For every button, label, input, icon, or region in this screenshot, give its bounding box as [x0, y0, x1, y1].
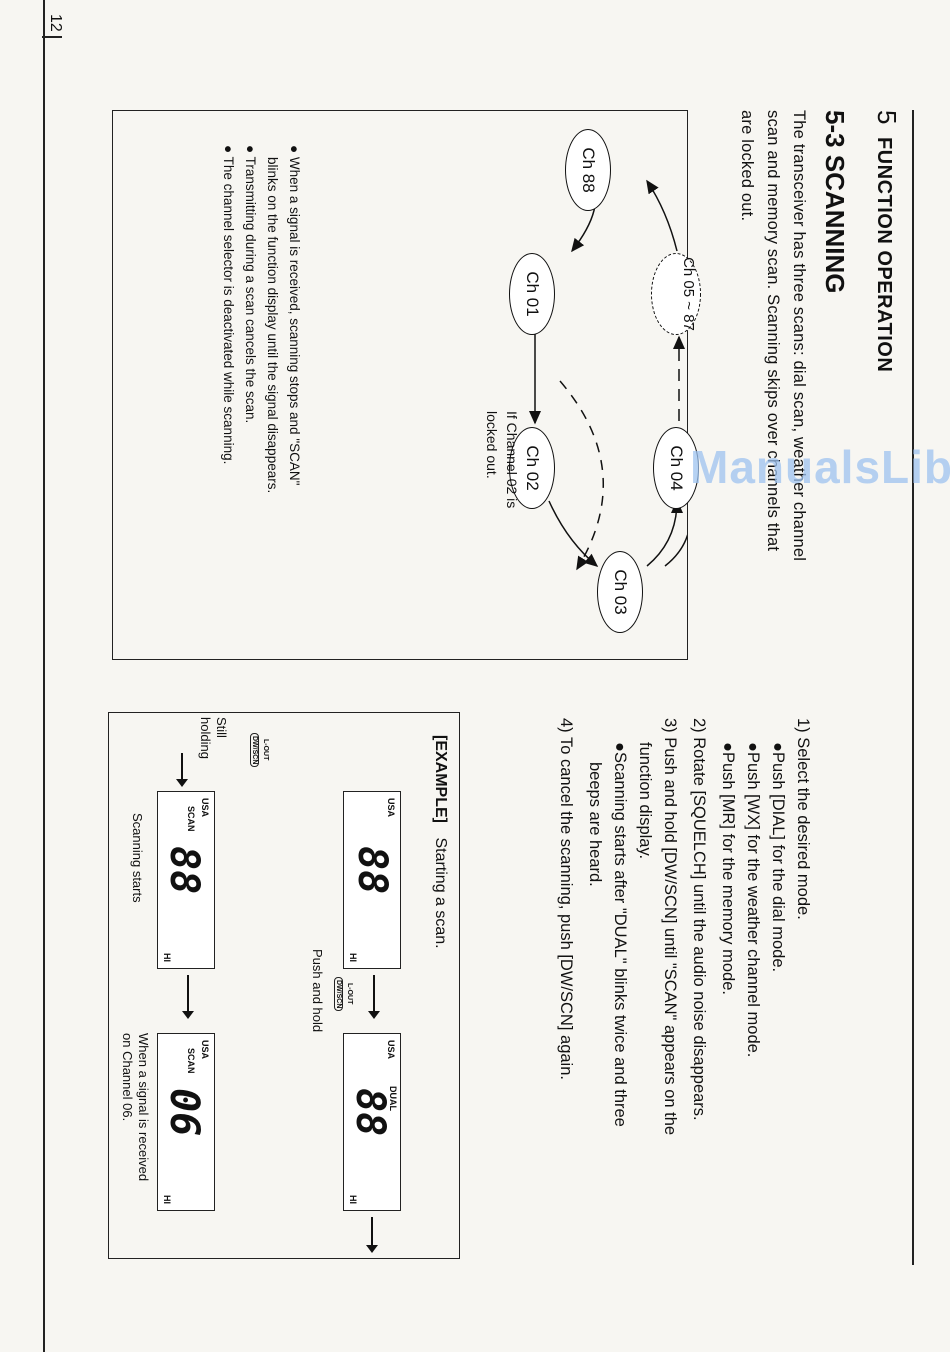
step-1: 1) Select the desired mode. — [794, 718, 812, 920]
arrow-05-to-88 — [646, 179, 678, 252]
step-2: 2) Rotate [SQUELCH] until the audio nois… — [690, 718, 708, 1121]
section-title: 5-3 SCANNING — [820, 110, 850, 294]
lout-label-2: L-OUT — [262, 739, 269, 761]
intro-paragraph: The transceiver has three scans: dial sc… — [734, 110, 812, 670]
arrow-03-to-04 — [664, 498, 687, 567]
step-3-sub: beeps are heard. — [586, 762, 604, 887]
step-3-sub: ●Scanning starts after "DUAL" blinks twi… — [611, 742, 629, 1127]
arrow-right-icon-3 — [187, 975, 189, 1015]
step-3-sub: function display. — [636, 742, 654, 860]
note-line: ● When a signal is received, scanning st… — [287, 145, 302, 486]
still-label: Still — [214, 717, 229, 738]
channel-node-88: Ch 88 — [565, 129, 611, 211]
push-hold-label: Push and hold — [310, 949, 325, 1033]
chapter-number: 5 — [872, 110, 902, 125]
note-line: ● Transmitting during a scan cancels the… — [243, 145, 258, 424]
note-line: blinks on the function display until the… — [265, 157, 280, 494]
example-box: [EXAMPLE] Starting a scan. USA 88 HI Pus… — [108, 712, 460, 1259]
chapter-heading: 5FUNCTION OPERATION — [871, 110, 902, 372]
step-1-sub: ●Push [DIAL] for the dial mode. — [769, 742, 787, 973]
steps-list: 1) Select the desired mode. ●Push [DIAL]… — [553, 718, 815, 1278]
top-rule — [43, 0, 45, 1352]
lout-label: L-OUT — [346, 983, 353, 1005]
watermark: ManualsLib.com — [690, 441, 950, 493]
lcd-display-1: USA 88 HI — [343, 791, 401, 969]
example-heading: [EXAMPLE] Starting a scan. — [432, 735, 449, 949]
arrow-03-to-04b — [646, 499, 683, 567]
page-number-divider — [42, 36, 62, 38]
channel-node-01: Ch 01 — [509, 253, 555, 335]
intro-line: The transceiver has three scans: dial sc… — [790, 110, 808, 562]
note-line: ● The channel selector is deactivated wh… — [221, 145, 236, 465]
step-3: 3) Push and hold [DW/SCN] until "SCAN" a… — [661, 718, 679, 1136]
lcd-display-2: USA DUAL 88 HI — [343, 1033, 401, 1211]
scan-notes: ● When a signal is received, scanning st… — [217, 145, 305, 645]
step-1-sub: ●Push [MR] for the memory mode. — [719, 742, 737, 995]
page-number: 12 — [47, 14, 64, 32]
received-label: When a signal is received on Channel 06. — [120, 1033, 151, 1182]
channel-node-03: Ch 03 — [597, 551, 643, 633]
arrow-down-icon — [371, 1217, 373, 1247]
intro-line: scan and memory scan. Scanning skips ove… — [764, 110, 782, 552]
scanning-starts-label: Scanning starts — [130, 813, 145, 903]
scan-diagram-box: Ch 88 Ch 01 Ch 02 Ch 03 Ch 04 Ch 05 ~ 87… — [112, 110, 701, 660]
arrow-right-icon — [373, 975, 375, 1015]
arrow-02-to-03 — [548, 500, 599, 567]
lcd-display-4: USA SCAN 06 HI — [157, 1033, 215, 1211]
step-1-sub: ●Push [WX] for the weather channel mode. — [744, 742, 762, 1058]
lockout-skip-path — [559, 380, 604, 571]
step-4: 4) To cancel the scanning, push [DW/SCN]… — [557, 718, 575, 1080]
holding-label: holding — [198, 717, 213, 759]
dw-scn-button-icon: DW/SCN — [334, 977, 343, 1012]
chapter-title: FUNCTION OPERATION — [873, 136, 895, 373]
channel-node-05-87: Ch 05 ~ 87 — [651, 253, 701, 335]
intro-line: are locked out. — [738, 110, 756, 222]
dw-scn-button-icon-2: DW/SCN — [250, 733, 259, 768]
lockout-note: If Channel 02 is locked out. — [484, 411, 520, 509]
lcd-display-3: USA SCAN 88 HI — [157, 791, 215, 969]
chapter-rule — [912, 110, 914, 1265]
